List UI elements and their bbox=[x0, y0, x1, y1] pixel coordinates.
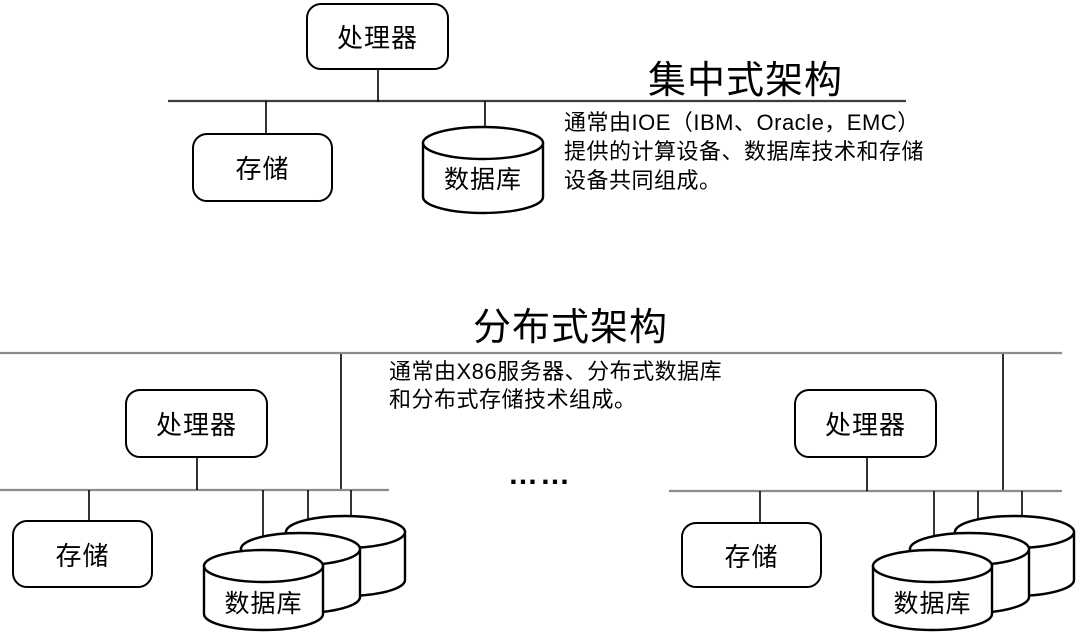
node-label: 存储 bbox=[724, 541, 779, 572]
node-label: 处理器 bbox=[155, 410, 237, 440]
left-cluster-database-label: 数据库 bbox=[224, 590, 303, 618]
centralized-database-cylinder bbox=[421, 125, 545, 215]
description-line: 和分布式存储技术组成。 bbox=[389, 387, 637, 412]
centralized-processor-node: 处理器 bbox=[306, 3, 449, 70]
right-cluster-processor-node: 处理器 bbox=[794, 389, 937, 458]
description-line: 通常由IOE（IBM、Oracle，EMC） bbox=[564, 110, 920, 135]
left-database-cylinder-stack bbox=[202, 514, 407, 632]
cylinder-body bbox=[871, 564, 994, 632]
node-label: 处理器 bbox=[824, 410, 906, 440]
centralized-database-label: 数据库 bbox=[443, 166, 522, 194]
ellipsis-more-clusters: …… bbox=[508, 458, 572, 491]
description-line: 设备共同组成。 bbox=[564, 168, 722, 193]
distributed-section-title: 分布式架构 bbox=[473, 307, 669, 349]
distributed-description: 通常由X86服务器、分布式数据库 和分布式存储技术组成。 bbox=[389, 358, 722, 414]
left-cluster-processor-node: 处理器 bbox=[125, 389, 268, 458]
cylinder-top bbox=[421, 125, 545, 161]
centralized-storage-node: 存储 bbox=[192, 133, 333, 202]
cylinder-body bbox=[421, 141, 545, 215]
description-line: 通常由X86服务器、分布式数据库 bbox=[389, 359, 723, 384]
cylinder-top bbox=[871, 548, 994, 584]
node-label: 存储 bbox=[235, 154, 290, 184]
node-label: 处理器 bbox=[336, 23, 418, 53]
centralized-section-title: 集中式架构 bbox=[648, 60, 844, 102]
left-cluster-storage-node: 存储 bbox=[12, 520, 153, 588]
centralized-description: 通常由IOE（IBM、Oracle，EMC） 提供的计算设备、数据库技术和存储 … bbox=[564, 108, 924, 195]
right-database-cylinder-stack bbox=[871, 514, 1076, 632]
right-cluster-database-label: 数据库 bbox=[893, 590, 972, 618]
cylinder-body bbox=[202, 564, 325, 632]
right-cluster-storage-node: 存储 bbox=[681, 522, 822, 588]
cylinder-top bbox=[202, 548, 325, 584]
description-line: 提供的计算设备、数据库技术和存储 bbox=[564, 139, 925, 164]
node-label: 存储 bbox=[55, 540, 110, 571]
